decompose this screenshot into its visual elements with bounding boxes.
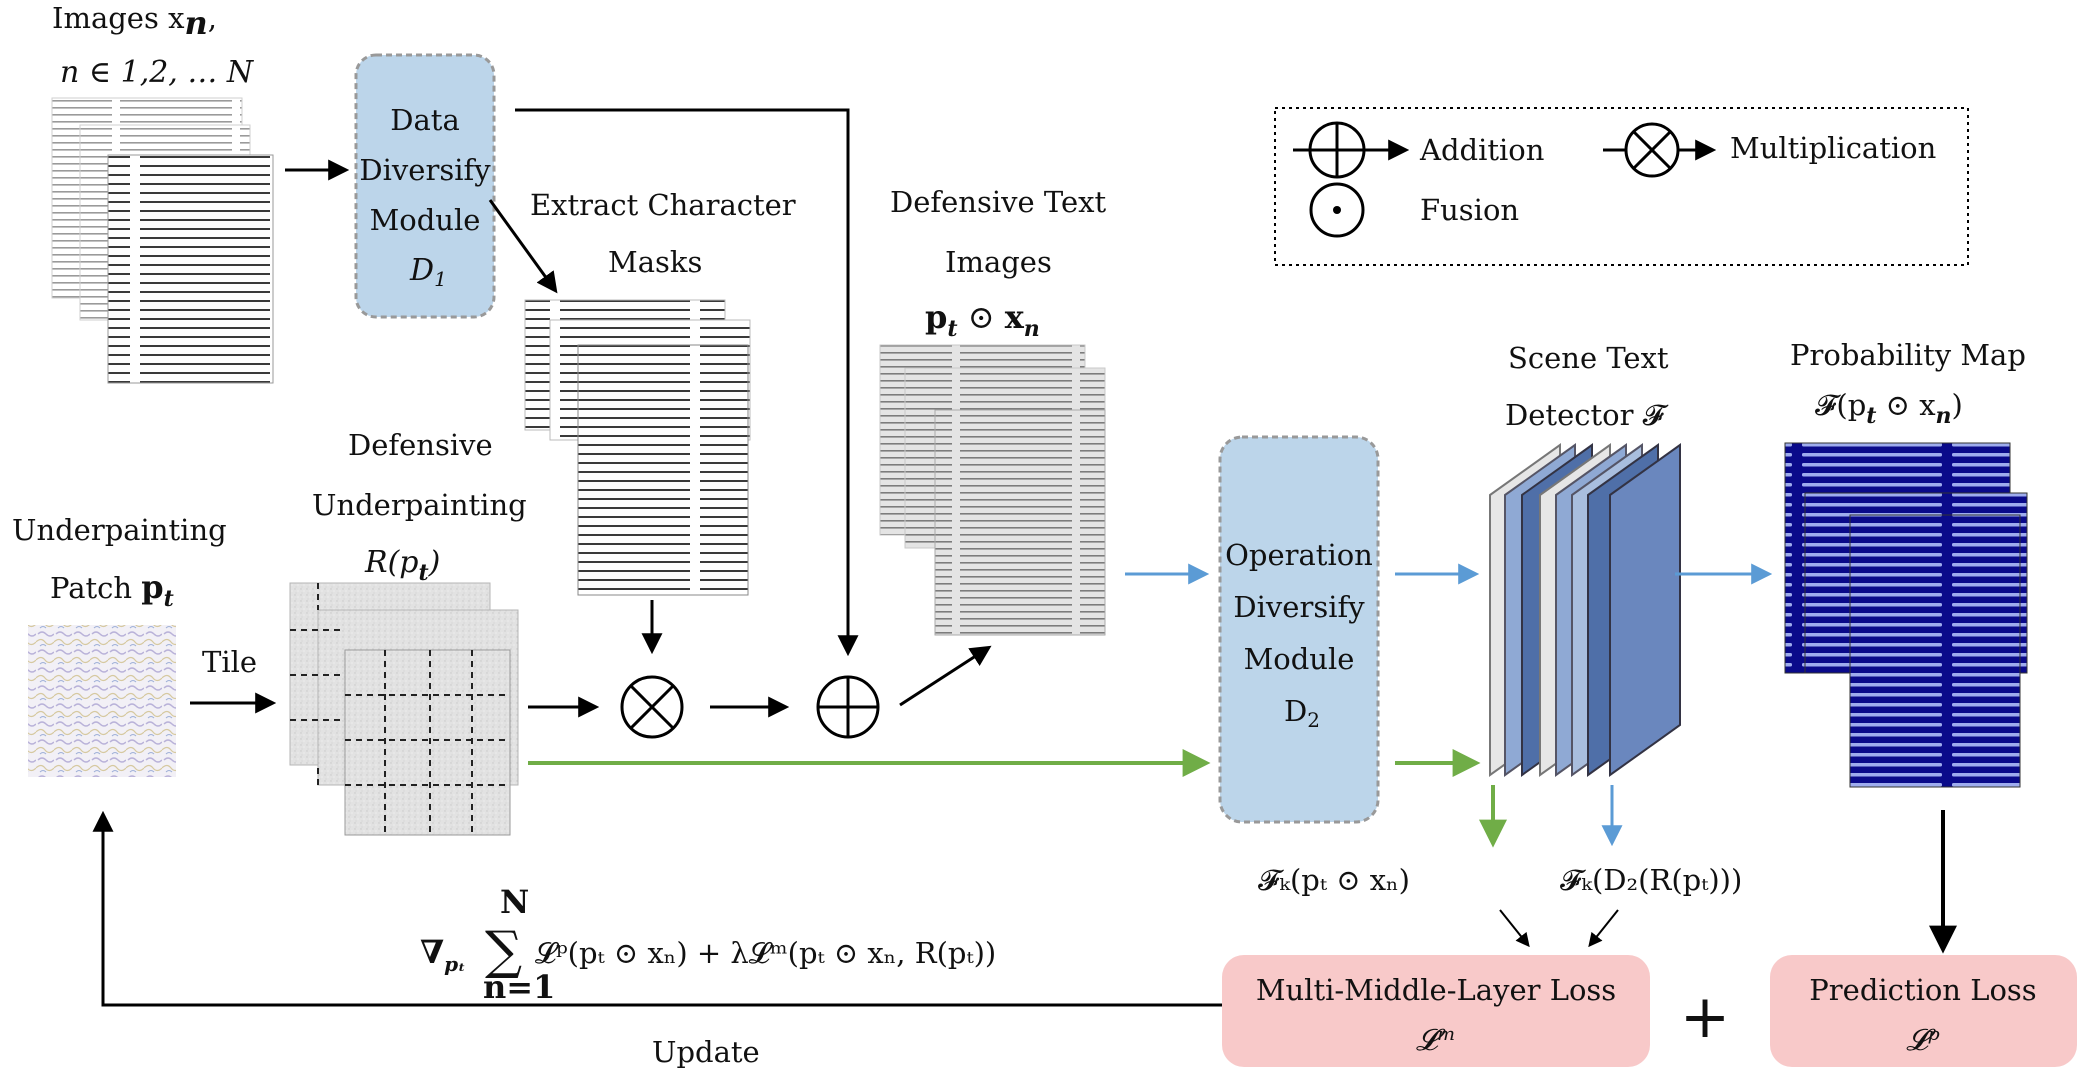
plus-sign: + [1680, 982, 1730, 1052]
svg-text:pt ⊙ xn: pt ⊙ xn [925, 298, 1040, 342]
svg-text:R(pt): R(pt) [364, 545, 440, 586]
detector-label: Scene Text Detector 𝓕 [1505, 341, 1670, 432]
svg-text:Scene Text: Scene Text [1508, 341, 1669, 375]
input-document-stack [51, 97, 274, 384]
svg-text:Diversify: Diversify [1233, 590, 1365, 624]
svg-text:∑: ∑ [485, 921, 522, 981]
masks-label: Extract Character Masks [530, 188, 796, 279]
defensive-text-images-stack [879, 344, 1106, 636]
svg-text:n=1: n=1 [483, 968, 555, 1006]
scene-text-detector-layers [1489, 443, 1681, 777]
svg-text:Masks: Masks [608, 245, 702, 279]
probability-map-label: Probability Map 𝓕(pt ⊙ xn) [1790, 338, 2026, 429]
arrow-feature-right-to-loss [1588, 909, 1619, 948]
addition-operator [816, 675, 880, 739]
probability-map-stack [1784, 442, 2028, 788]
svg-text:Underpainting: Underpainting [12, 513, 227, 547]
svg-text:Defensive: Defensive [348, 428, 493, 462]
svg-text:Module: Module [1244, 642, 1355, 676]
loss-formula: ∇pₜ N ∑ n=1 𝓛ᵖ(pₜ ⊙ xₙ) + λ𝓛ᵐ(pₜ ⊙ xₙ, R… [420, 883, 996, 1006]
update-label: Update [652, 1035, 760, 1069]
svg-text:Diversify: Diversify [359, 153, 491, 187]
svg-text:D1: D1 [409, 253, 447, 291]
underpainting-patch-label: Underpainting Patch pt [12, 513, 227, 612]
svg-text:Data: Data [390, 103, 459, 137]
svg-text:Patch pt: Patch pt [50, 568, 174, 612]
svg-text:𝓛ᵖ(pₜ ⊙ xₙ) + λ𝓛ᵐ(pₜ ⊙ xₙ, R: 𝓛ᵖ(pₜ ⊙ xₙ) + λ𝓛ᵐ(pₜ ⊙ xₙ, R(pₜ)) [535, 936, 996, 970]
update-arrow [92, 810, 1222, 1007]
prediction-loss-box: Prediction Loss 𝓛ᵖ [1770, 955, 2077, 1067]
svg-text:Multi-Middle-Layer Loss: Multi-Middle-Layer Loss [1256, 973, 1616, 1007]
svg-text:Operation: Operation [1225, 538, 1373, 572]
fusion-legend-icon [1309, 182, 1365, 238]
svg-text:D2: D2 [1284, 694, 1320, 732]
tile-label: Tile [202, 645, 257, 679]
defensive-images-label: Defensive Text Images pt ⊙ xn [890, 185, 1107, 342]
addition-legend-icon [1293, 121, 1410, 179]
input-images-label: Images xn, n ∈ 1,2, … N [52, 1, 255, 90]
svg-text:𝓕(pt ⊙ xn): 𝓕(pt ⊙ xn) [1815, 388, 1963, 429]
multiplication-legend-label: Multiplication [1730, 131, 1936, 165]
svg-text:Underpainting: Underpainting [312, 488, 527, 522]
data-diversify-module: Data Diversify Module D1 [354, 53, 496, 319]
image-range: n ∈ 1,2, … N [60, 55, 255, 90]
svg-text:N: N [500, 883, 529, 921]
arrow-d1-to-addition [515, 108, 859, 657]
svg-text:Defensive Text: Defensive Text [890, 185, 1107, 219]
svg-text:Module: Module [370, 203, 481, 237]
multiply-operator [620, 675, 684, 739]
feature-right: 𝓕ₖ(D₂(R(pₜ))) [1560, 863, 1742, 897]
svg-text:Images xn,: Images xn, [52, 1, 217, 42]
svg-text:Detector 𝓕: Detector 𝓕 [1505, 398, 1670, 432]
operation-diversify-module: Operation Diversify Module D2 [1218, 435, 1380, 824]
multiplication-legend-icon [1603, 122, 1717, 178]
feature-left: 𝓕ₖ(pₜ ⊙ xₙ) [1258, 863, 1410, 897]
addition-legend-label: Addition [1419, 133, 1544, 167]
svg-text:∇pₜ: ∇pₜ [420, 933, 466, 976]
defensive-underpainting-label: Defensive Underpainting R(pt) [312, 428, 527, 586]
arrow-d1-to-masks [488, 199, 558, 294]
arrow-feature-left-to-loss [1499, 909, 1530, 948]
tiled-underpainting-stack [289, 582, 519, 836]
operator-legend: Addition Multiplication Fusion [1274, 107, 1969, 266]
svg-text:Prediction Loss: Prediction Loss [1809, 973, 2036, 1007]
svg-text:𝓛ᵐ: 𝓛ᵐ [1416, 1023, 1456, 1058]
underpainting-patch-image [28, 625, 176, 777]
svg-text:Images: Images [945, 245, 1052, 279]
svg-text:𝓛ᵖ: 𝓛ᵖ [1906, 1023, 1940, 1058]
multi-middle-layer-loss-box: Multi-Middle-Layer Loss 𝓛ᵐ [1222, 955, 1650, 1067]
arrow-addition-to-defensive-images [899, 645, 992, 707]
fusion-legend-label: Fusion [1420, 193, 1519, 227]
character-masks-stack [524, 299, 751, 596]
svg-text:Extract Character: Extract Character [530, 188, 796, 222]
svg-text:Probability Map: Probability Map [1790, 338, 2026, 372]
